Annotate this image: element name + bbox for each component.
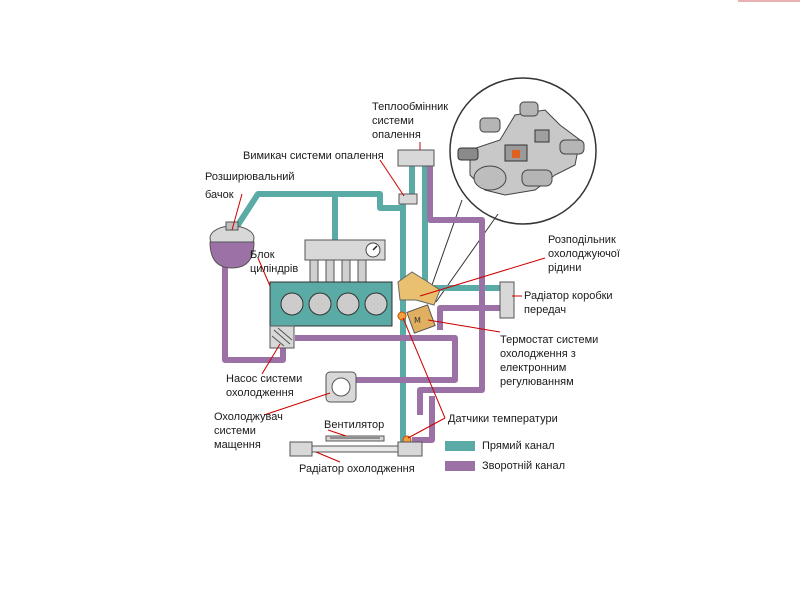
cooling-fan (325, 435, 385, 442)
coolant-distributor (397, 271, 441, 306)
thermostat-inset (425, 77, 597, 303)
gearbox-radiator-box (499, 281, 515, 319)
supply-pipes (229, 166, 500, 442)
expansion-tank (209, 221, 255, 269)
pointer-distributor (419, 257, 546, 297)
return-pipe-gearbox-return (437, 305, 500, 330)
intake-manifold (304, 239, 386, 285)
thermostat-unit: M (406, 304, 436, 334)
oil-cooler (325, 371, 357, 403)
svg-text:M: M (414, 316, 421, 325)
legend-supply-label: Прямий канал (482, 440, 555, 452)
return-pipe-tank-to-pump (222, 258, 286, 363)
corner-mark (738, 0, 800, 2)
pointer-expansion-tank (231, 193, 243, 231)
cooling-radiator (289, 441, 423, 457)
label-pointers (231, 142, 546, 463)
pointer-pump (261, 343, 281, 375)
pointer-oil-cooler (263, 392, 331, 416)
components: M (209, 149, 515, 457)
heater-core-box (397, 149, 435, 167)
supply-pipe-tank-to-block (229, 191, 402, 236)
return-pipes (222, 166, 500, 443)
pointer-heater-switch (379, 159, 405, 197)
heater-switch-box (398, 193, 418, 205)
pointer-sensor-1 (402, 317, 446, 419)
legend-return-label: Зворотній канал (482, 460, 566, 472)
label-temp-sensors: Датчики температури (448, 413, 558, 425)
thermostat-housing-illustration (457, 101, 585, 196)
legend-supply-swatch (445, 441, 475, 451)
return-pipe-block-loop (295, 335, 458, 383)
legend-return-swatch (445, 461, 475, 471)
label-radiator: Радіатор охолодження (299, 463, 415, 475)
pointer-sensor-2 (407, 417, 446, 439)
pointer-fan (327, 429, 347, 437)
temp-sensor-1 (397, 311, 407, 321)
return-pipe-radiator (412, 396, 435, 443)
cylinder-block (269, 281, 393, 327)
label-fan: Вентилятор (324, 419, 385, 431)
pointer-thermostat (427, 319, 501, 333)
coolant-pump (269, 325, 295, 349)
pointer-radiator (315, 451, 341, 463)
label-heater-switch: Вимикач системи опалення (243, 150, 384, 162)
pointer-cylinder-block (257, 257, 271, 287)
